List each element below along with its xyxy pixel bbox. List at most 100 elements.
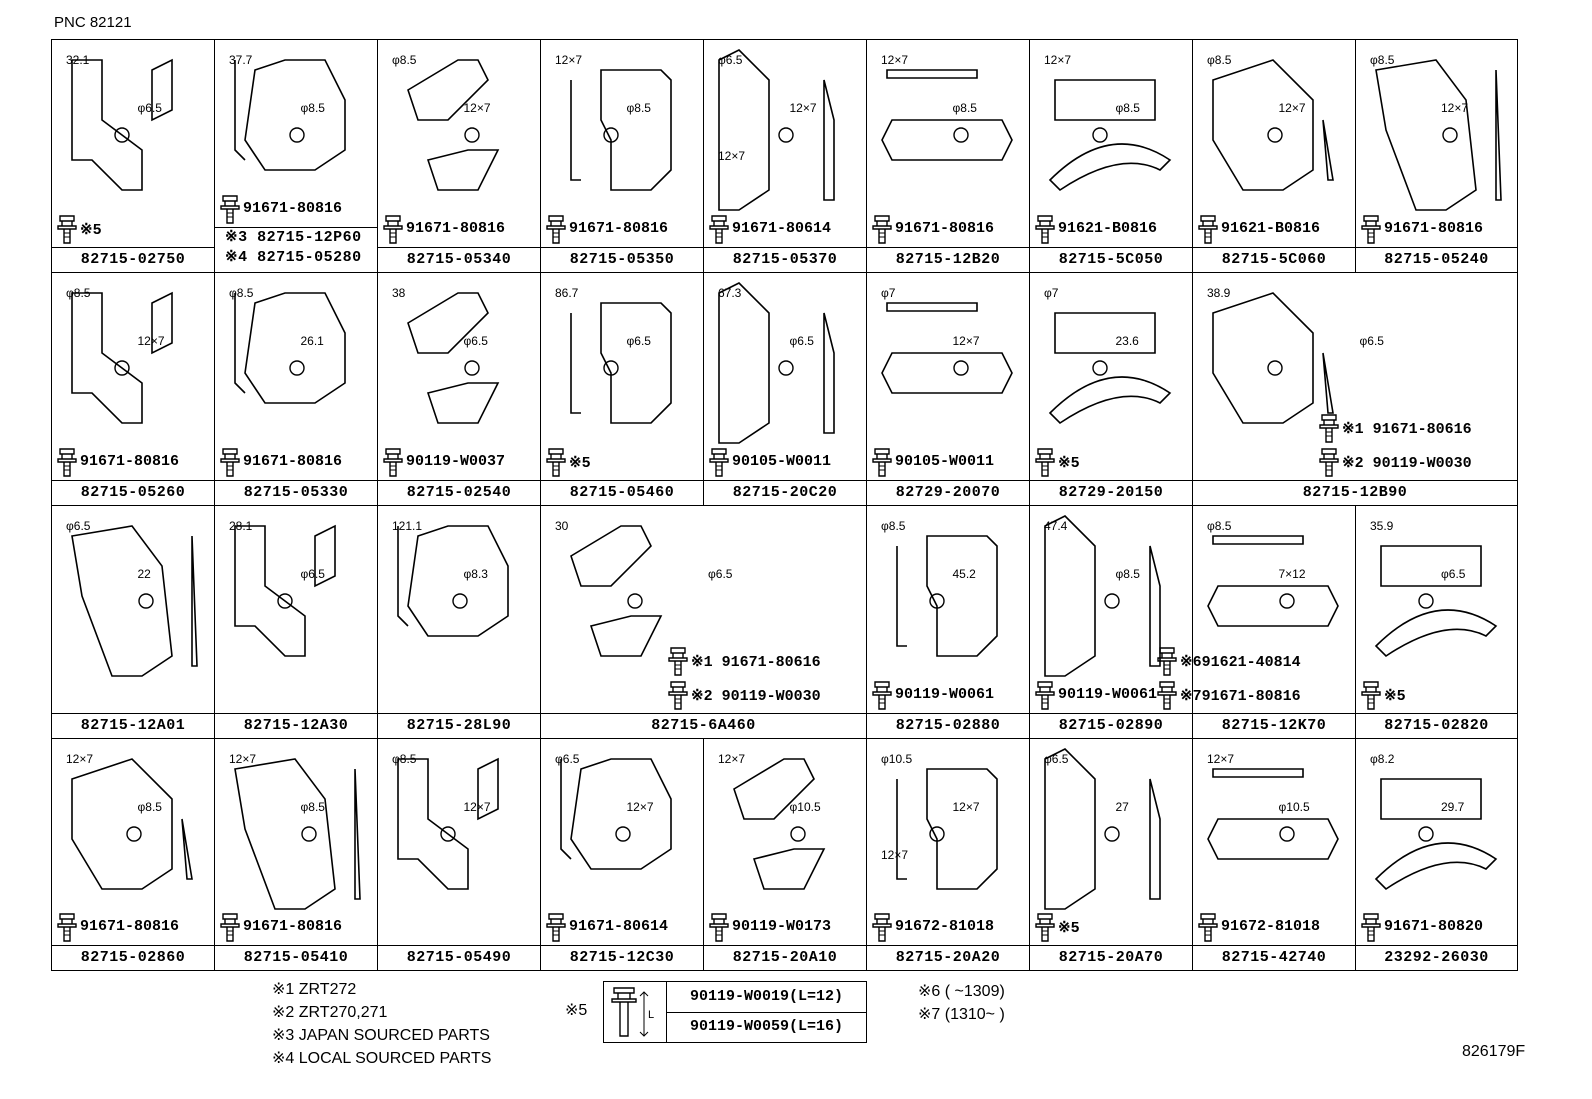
footnotes-left: ※1 ZRT272 ※2 ZRT270,271 ※3 JAPAN SOURCED… <box>272 978 491 1070</box>
dimension-label: 27 <box>1116 800 1130 814</box>
bolt-icon <box>709 913 729 942</box>
dimension-label: 67.3 <box>718 286 742 300</box>
bolt-part-number: 91672-81018 <box>895 918 995 935</box>
dimension-label: φ8.5 <box>138 800 163 814</box>
part-number: 82715-20A10 <box>704 945 866 970</box>
dimension-label: φ10.5 <box>790 800 821 814</box>
bolt-icon <box>57 913 77 942</box>
bolt-icon <box>220 913 240 942</box>
part-number: 82715-28L90 <box>378 713 540 738</box>
bolt-part-number: ※2 90119-W0030 <box>691 688 821 705</box>
dimension-label: φ6.5 <box>1441 567 1466 581</box>
bolt-part-number: ※5 <box>1058 455 1080 472</box>
bolt-part-number: ※1 91671-80616 <box>691 654 821 671</box>
bracket-drawing: φ6.512×7 <box>555 752 672 870</box>
note-7: ※7 (1310~ ) <box>918 1006 1005 1023</box>
footnotes-right: ※6 ( ~1309) ※7 (1310~ ) <box>918 980 1005 1026</box>
dimension-label: 38 <box>392 286 406 300</box>
dimension-label: 38.9 <box>1207 286 1231 300</box>
svg-text:L: L <box>648 1009 654 1021</box>
dimension-label: 12×7 <box>138 334 165 348</box>
part-number: 82715-12A01 <box>52 713 214 738</box>
bolt-part-number: ※791671-80816 <box>1180 688 1301 705</box>
bracket-drawing: 12×7φ8.5 <box>66 752 193 890</box>
dimension-label: 29.7 <box>1441 800 1465 814</box>
bolt-icon <box>57 215 77 244</box>
note-6: ※6 ( ~1309) <box>918 983 1005 1000</box>
bolt-icon <box>709 448 729 477</box>
dimension-label: 28.1 <box>229 519 253 533</box>
dimension-label: φ8.2 <box>1370 752 1395 766</box>
part-number: 23292-26030 <box>1356 945 1517 970</box>
part-number: 82715-05340 <box>378 247 540 272</box>
dimension-label: φ6.5 <box>790 334 815 348</box>
bolt-icon <box>546 913 566 942</box>
dimension-label: 121.1 <box>392 519 422 533</box>
part-number: 82715-20A20 <box>867 945 1029 970</box>
part-number: 82715-05350 <box>541 247 703 272</box>
bolt-icon <box>1319 448 1339 477</box>
dimension-label: φ8.5 <box>1116 567 1141 581</box>
part-number: 82715-05490 <box>378 945 540 970</box>
part-number: 82715-05370 <box>704 247 866 272</box>
part-number-line-2: ※4 82715-05280 <box>225 249 362 266</box>
bracket-drawing: 12×7 φ10.5 <box>718 752 826 890</box>
bolt-part-number: 91671-80614 <box>569 918 669 935</box>
bracket-drawing: 38.9 φ6.5 <box>1207 286 1385 424</box>
bracket-drawing: φ8.512×7 <box>1207 53 1334 191</box>
bolt-part-number: ※5 <box>1058 920 1080 937</box>
bolt-icon <box>668 647 688 676</box>
bolt-part-number: 90105-W0011 <box>895 453 995 470</box>
bracket-drawing: φ8.545.2 <box>881 519 998 657</box>
note-2: ※2 ZRT270,271 <box>272 1004 388 1021</box>
bolt-part-number: ※5 <box>1384 688 1406 705</box>
bracket-drawing: φ6.527 <box>1044 748 1161 910</box>
bolt-part-number: 91671-80816 <box>80 453 180 470</box>
part-number: 82715-02540 <box>378 480 540 505</box>
dimension-label: 12×7 <box>718 752 745 766</box>
dimension-label: φ6.5 <box>627 334 652 348</box>
part-number: 82715-02820 <box>1356 713 1517 738</box>
bolt-icon <box>1319 414 1339 443</box>
bolt-part-number: ※2 90119-W0030 <box>1342 455 1472 472</box>
bracket-drawing: φ6.512×712×7 <box>718 49 835 211</box>
dimension-label: φ8.5 <box>301 101 326 115</box>
part-number: 82715-02750 <box>52 247 214 272</box>
part-number: 82715-02890 <box>1030 713 1192 738</box>
bolt-part-number: 91671-80816 <box>243 200 343 217</box>
part-number-line-1: ※3 82715-12P60 <box>225 229 362 246</box>
part-number: 82715-05410 <box>215 945 377 970</box>
dimension-label: 26.1 <box>301 334 325 348</box>
bolt-part-number: 90119-W0037 <box>406 453 506 470</box>
bracket-drawing: φ8.512×7 <box>392 752 499 890</box>
bolt-icon <box>383 448 403 477</box>
dimension-label: φ6.5 <box>1360 334 1385 348</box>
bolt-icon <box>709 215 729 244</box>
part-number: 82715-02860 <box>52 945 214 970</box>
bracket-drawing: 67.3 φ6.5 <box>718 282 835 444</box>
bracket-drawing: 12×7φ8.5 <box>1044 53 1172 192</box>
